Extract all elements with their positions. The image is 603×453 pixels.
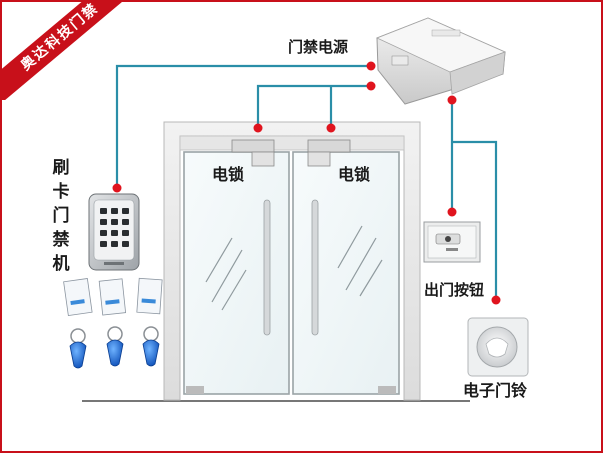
wiring	[115, 64, 498, 300]
node-lock-left	[253, 123, 263, 133]
right-glass-door	[292, 151, 400, 395]
connection-nodes	[112, 61, 501, 305]
node-psu-right	[447, 95, 457, 105]
exit-button-label: 出门按钮	[424, 281, 485, 299]
exit-button	[423, 221, 481, 263]
wire-exit-button-to-doorbell	[452, 140, 498, 300]
corner-banner: 奥达科技门禁	[0, 0, 140, 100]
lock-left-label: 电锁	[212, 165, 245, 184]
doorbell-label: 电子门铃	[463, 381, 528, 400]
node-doorbell	[491, 295, 501, 305]
card-reader-label: 刷 卡 门 禁 机	[51, 156, 71, 276]
card-reader-char-2: 卡	[52, 182, 70, 202]
card-reader-char-4: 禁	[52, 230, 70, 250]
card-reader-char-5: 机	[52, 254, 70, 274]
power-supply-label: 门禁电源	[288, 38, 349, 56]
card-reader-char-3: 门	[52, 206, 70, 226]
node-exit-button	[447, 207, 457, 217]
node-lock-right	[326, 123, 336, 133]
node-psu-bottom	[366, 81, 376, 91]
id-cards	[63, 277, 163, 316]
electric-lock-right	[307, 139, 351, 167]
left-glass-door	[183, 151, 290, 395]
doorbell	[467, 317, 529, 377]
electric-lock-left	[231, 139, 275, 167]
key-fobs	[69, 326, 160, 369]
node-psu-top	[366, 61, 376, 71]
card-reader	[88, 193, 140, 271]
corner-banner-text: 奥达科技门禁	[0, 0, 140, 100]
card-reader-char-1: 刷	[52, 158, 70, 178]
node-card-reader	[112, 183, 122, 193]
power-supply-box	[375, 17, 507, 105]
wire-lock-left-to-psu	[256, 84, 371, 128]
wire-reader-to-psu	[115, 64, 371, 188]
lock-right-label: 电锁	[338, 165, 371, 184]
